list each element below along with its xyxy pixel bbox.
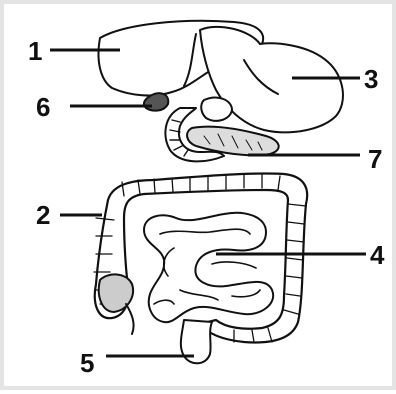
label-4: 4 <box>370 240 385 270</box>
pyloric-bulb <box>201 98 232 121</box>
label-1: 1 <box>28 36 42 66</box>
appendix <box>126 304 134 334</box>
label-6: 6 <box>36 92 50 122</box>
label-3: 3 <box>364 64 378 94</box>
small-intestine-folds <box>154 229 260 304</box>
label-2: 2 <box>36 200 50 230</box>
label-5: 5 <box>80 348 94 378</box>
label-7: 7 <box>368 144 382 174</box>
digestive-system-drawing: 1 2 3 4 5 6 7 <box>4 4 396 394</box>
